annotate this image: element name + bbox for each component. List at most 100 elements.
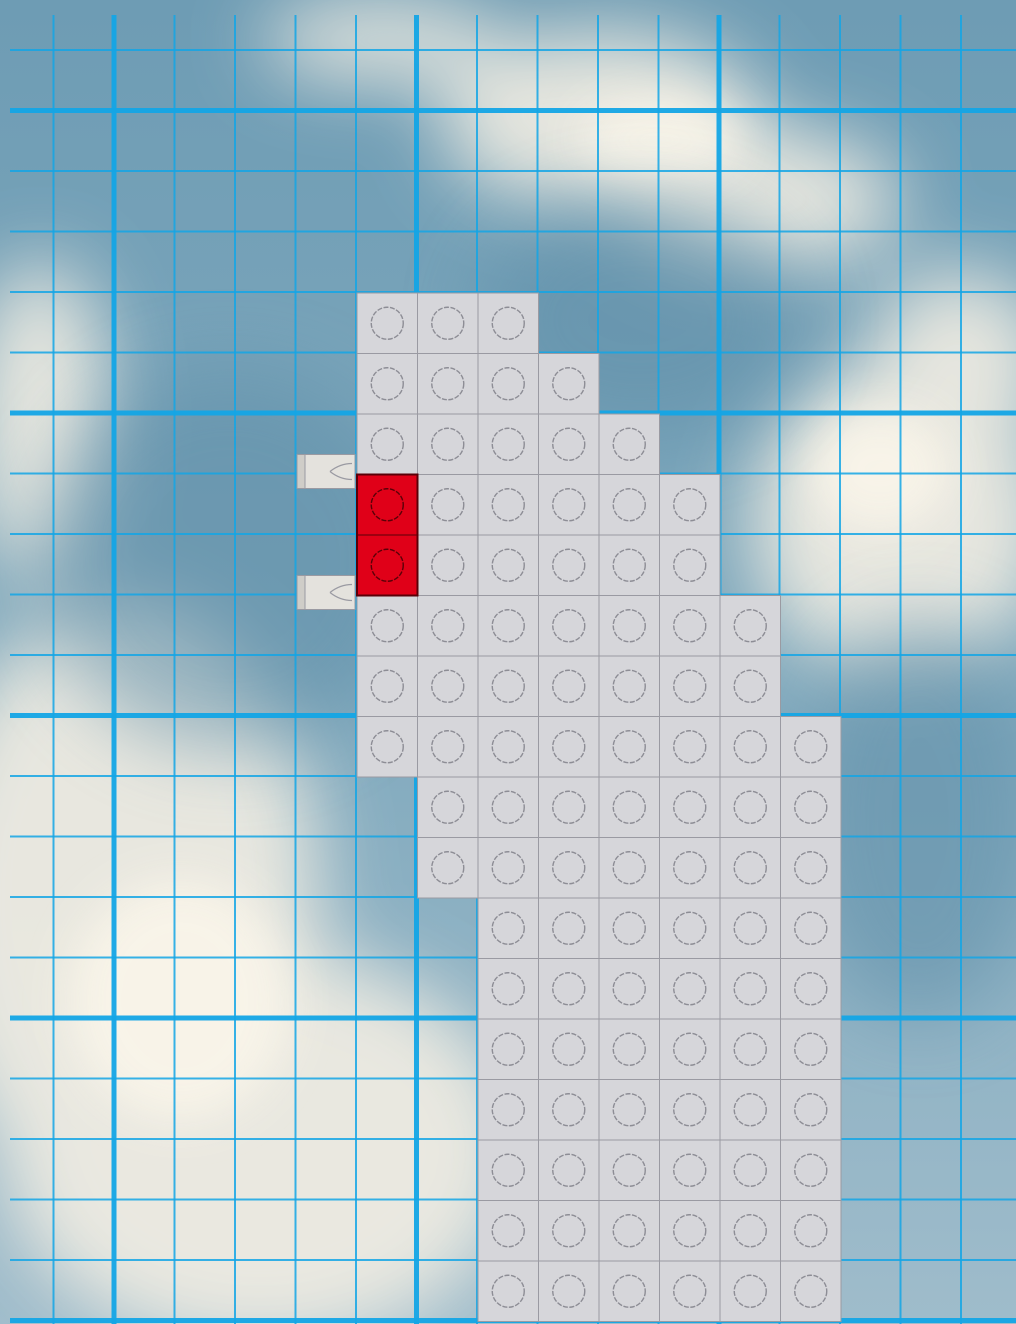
brick-cell — [720, 898, 781, 959]
brick-cell — [539, 838, 600, 899]
brick-cell — [478, 1019, 539, 1080]
brick-cell — [781, 898, 842, 959]
clip-connector-icon — [297, 455, 355, 489]
brick-cell — [357, 717, 418, 778]
brick-cell — [599, 656, 660, 717]
brick-cell — [539, 414, 600, 475]
brick-cell — [720, 1080, 781, 1141]
brick-cell — [539, 475, 600, 536]
brick-cell — [781, 1140, 842, 1201]
brick-cell — [599, 475, 660, 536]
brick-cell — [539, 898, 600, 959]
brick-cell — [720, 596, 781, 657]
brick-cell — [720, 1140, 781, 1201]
brick-cell — [599, 1201, 660, 1262]
brick-cell — [357, 414, 418, 475]
brick-cell — [539, 717, 600, 778]
brick-cell — [720, 1019, 781, 1080]
brick-cell — [478, 656, 539, 717]
brick-cell — [418, 293, 479, 354]
brick-cell — [539, 535, 600, 596]
brick-cell — [418, 777, 479, 838]
brick-cell — [539, 1201, 600, 1262]
brick-cell — [357, 293, 418, 354]
brick-cell — [660, 898, 721, 959]
brick-cell — [660, 656, 721, 717]
brick-cell — [660, 1080, 721, 1141]
brick-cell — [418, 717, 479, 778]
brick-cell — [478, 596, 539, 657]
brick-cell — [357, 354, 418, 415]
brick-cell — [720, 838, 781, 899]
brick-cell — [539, 656, 600, 717]
brick-cell — [478, 475, 539, 536]
brick-cell — [660, 1261, 721, 1322]
brick-cell — [539, 777, 600, 838]
brick-cell — [781, 717, 842, 778]
brick-cell — [478, 1261, 539, 1322]
brick-cell — [478, 717, 539, 778]
brick-cell — [781, 838, 842, 899]
brick-cell — [418, 838, 479, 899]
brick-cell — [720, 1261, 781, 1322]
brick-cell — [539, 596, 600, 657]
brick-cell — [781, 1201, 842, 1262]
brick-cell — [660, 777, 721, 838]
brick-cell — [478, 535, 539, 596]
brick-cell — [478, 1201, 539, 1262]
brick-cell — [478, 293, 539, 354]
brick-cell — [478, 898, 539, 959]
brick-cell — [418, 414, 479, 475]
brick-cell — [357, 656, 418, 717]
brick-cell — [660, 959, 721, 1020]
red-brick-cell — [357, 535, 418, 596]
brick-cell — [418, 354, 479, 415]
brick-cell — [418, 656, 479, 717]
brick-cell — [599, 717, 660, 778]
brick-cell — [720, 777, 781, 838]
brick-cell — [720, 656, 781, 717]
brick-cell — [418, 596, 479, 657]
brick-cell — [539, 1261, 600, 1322]
brick-cell — [539, 354, 600, 415]
brick-cell — [478, 838, 539, 899]
brick-cell — [599, 959, 660, 1020]
brick-cell — [660, 1140, 721, 1201]
brick-cell — [660, 475, 721, 536]
clip-connector-icon — [297, 576, 355, 610]
brick-cell — [539, 1019, 600, 1080]
brick-cell — [418, 535, 479, 596]
brick-cell — [660, 535, 721, 596]
brick-cell — [599, 838, 660, 899]
brick-cell — [720, 1201, 781, 1262]
brick-cell — [599, 777, 660, 838]
brick-cell — [599, 1140, 660, 1201]
brick-cell — [539, 959, 600, 1020]
brick-cell — [357, 596, 418, 657]
brick-cell — [478, 777, 539, 838]
brick-cell — [599, 898, 660, 959]
brick-cell — [599, 596, 660, 657]
brick-cell — [781, 1261, 842, 1322]
brick-cell — [781, 1019, 842, 1080]
brick-cell — [660, 1201, 721, 1262]
brick-cell — [418, 475, 479, 536]
brick-cell — [660, 717, 721, 778]
brick-cell — [660, 838, 721, 899]
brick-cell — [478, 354, 539, 415]
brick-cell — [539, 1080, 600, 1141]
brick-cell — [478, 1080, 539, 1141]
brick-cell — [781, 959, 842, 1020]
brick-cell — [539, 1140, 600, 1201]
brick-cell — [478, 1140, 539, 1201]
brick-cell — [599, 1261, 660, 1322]
brick-cell — [720, 959, 781, 1020]
brick-cell — [599, 1019, 660, 1080]
brick-cell — [781, 777, 842, 838]
red-brick-cell — [357, 475, 418, 536]
brick-cell — [599, 414, 660, 475]
brick-cell — [478, 414, 539, 475]
brick-cell — [478, 959, 539, 1020]
